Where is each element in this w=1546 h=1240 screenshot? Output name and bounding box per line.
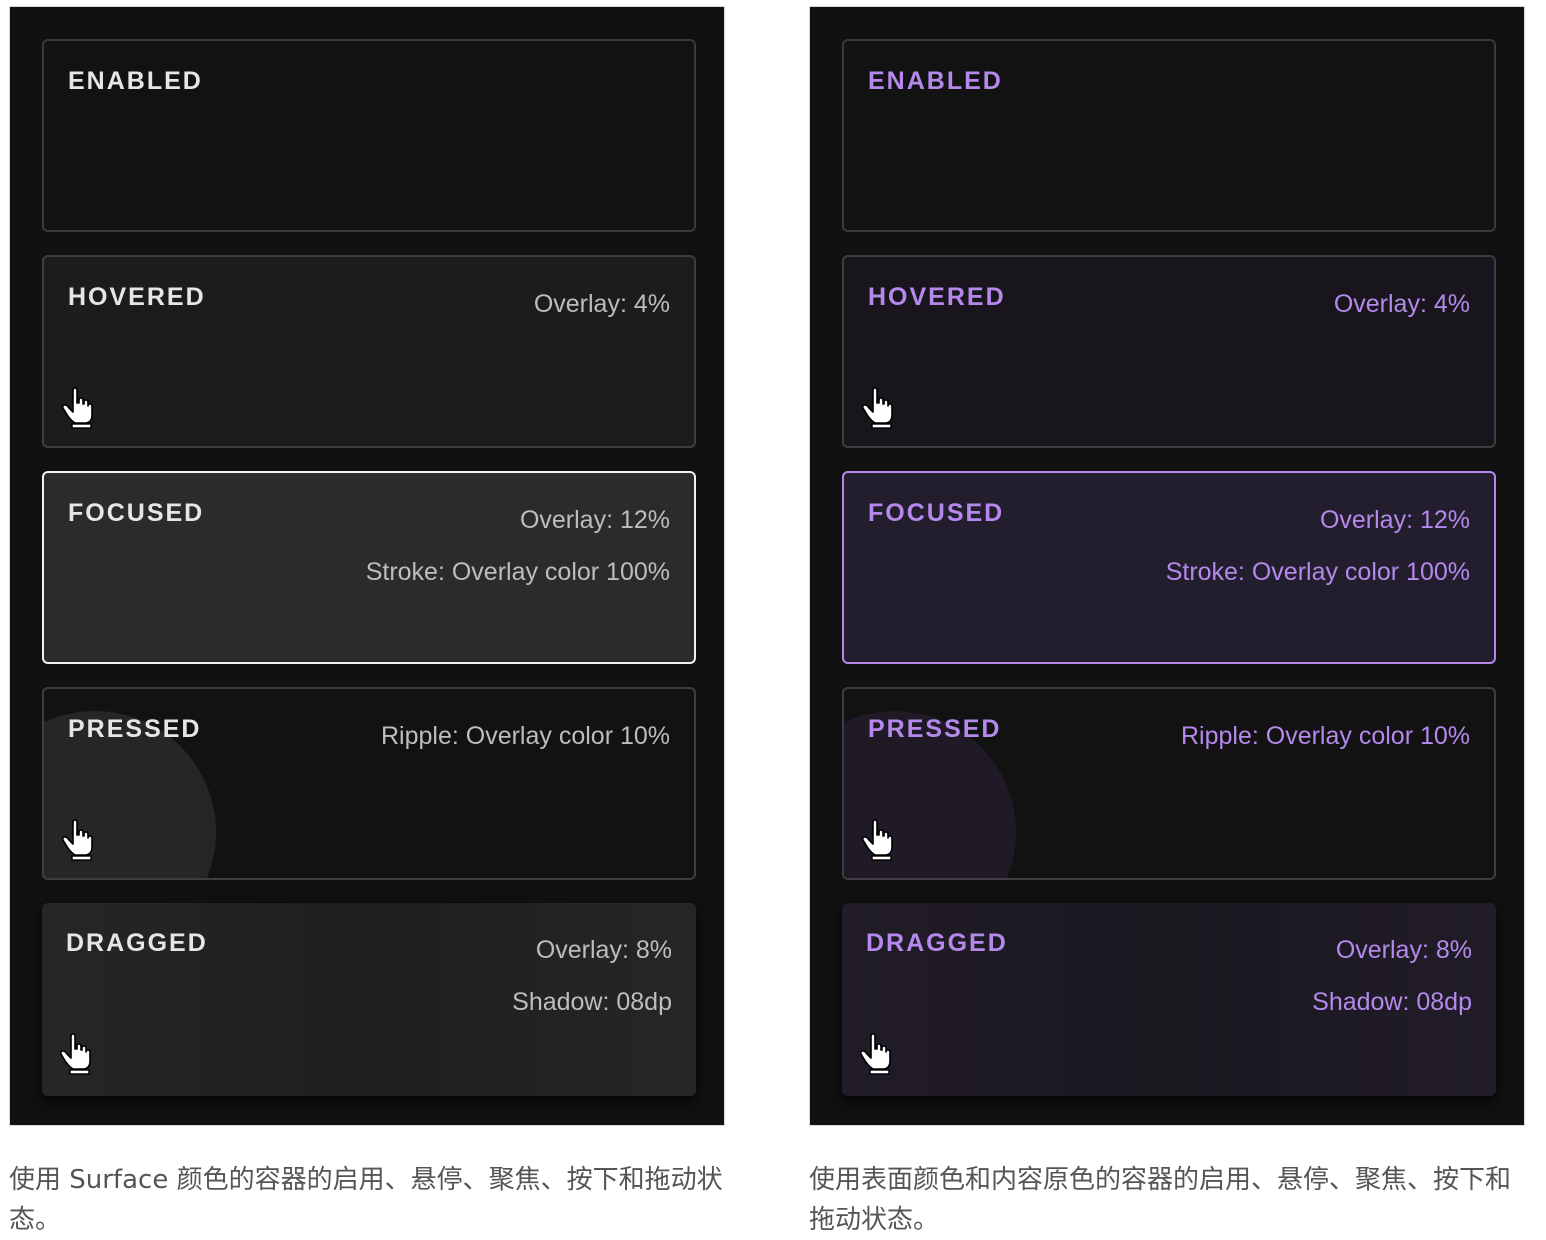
overlay-note: Overlay: 12% [1319,506,1470,534]
pressed-state-card[interactable]: PRESSED Ripple: Overlay color 10% [842,687,1496,880]
state-label: FOCUSED [68,499,205,527]
shadow-note: Shadow: 08dp [512,988,672,1016]
state-label: PRESSED [68,715,202,743]
focused-state-card[interactable]: FOCUSED Overlay: 12% Stroke: Overlay col… [42,471,696,664]
enabled-state-card[interactable]: ENABLED [42,39,696,232]
figure-caption-right: 使用表面颜色和内容原色的容器的启用、悬停、聚焦、按下和拖动状态。 [809,1165,1512,1235]
hand-pointer-icon [61,387,93,429]
state-demo-panel-primary: ENABLED HOVERED Overlay: 4% FOCUSED Over… [809,6,1525,1126]
hovered-state-card[interactable]: HOVERED Overlay: 4% [842,255,1496,448]
stroke-note: Stroke: Overlay color 100% [365,558,670,586]
figure-caption-left: 使用 Surface 颜色的容器的启用、悬停、聚焦、按下和拖动状态。 [9,1165,723,1235]
ripple-note: Ripple: Overlay color 10% [380,722,670,750]
shadow-note: Shadow: 08dp [1312,988,1472,1016]
overlay-note: Overlay: 8% [1335,936,1472,964]
state-label: DRAGGED [866,929,1008,957]
state-label: HOVERED [868,283,1006,311]
state-label: HOVERED [68,283,206,311]
state-label: ENABLED [868,67,1003,95]
focused-state-card[interactable]: FOCUSED Overlay: 12% Stroke: Overlay col… [842,471,1496,664]
enabled-state-card[interactable]: ENABLED [842,39,1496,232]
stroke-note: Stroke: Overlay color 100% [1165,558,1470,586]
overlay-note: Overlay: 4% [533,290,670,318]
state-label: ENABLED [68,67,203,95]
overlay-note: Overlay: 12% [519,506,670,534]
hand-pointer-icon [859,1033,891,1075]
pressed-state-card[interactable]: PRESSED Ripple: Overlay color 10% [42,687,696,880]
hand-pointer-icon [861,819,893,861]
state-label: FOCUSED [868,499,1005,527]
hand-pointer-icon [61,819,93,861]
dragged-state-card[interactable]: DRAGGED Overlay: 8% Shadow: 08dp [842,903,1496,1096]
ripple-note: Ripple: Overlay color 10% [1180,722,1470,750]
hovered-state-card[interactable]: HOVERED Overlay: 4% [42,255,696,448]
overlay-note: Overlay: 8% [535,936,672,964]
hand-pointer-icon [861,387,893,429]
state-label: DRAGGED [66,929,208,957]
dragged-state-card[interactable]: DRAGGED Overlay: 8% Shadow: 08dp [42,903,696,1096]
hand-pointer-icon [59,1033,91,1075]
overlay-note: Overlay: 4% [1333,290,1470,318]
state-label: PRESSED [868,715,1002,743]
state-demo-panel-surface: ENABLED HOVERED Overlay: 4% FOCUSED Over… [9,6,725,1126]
